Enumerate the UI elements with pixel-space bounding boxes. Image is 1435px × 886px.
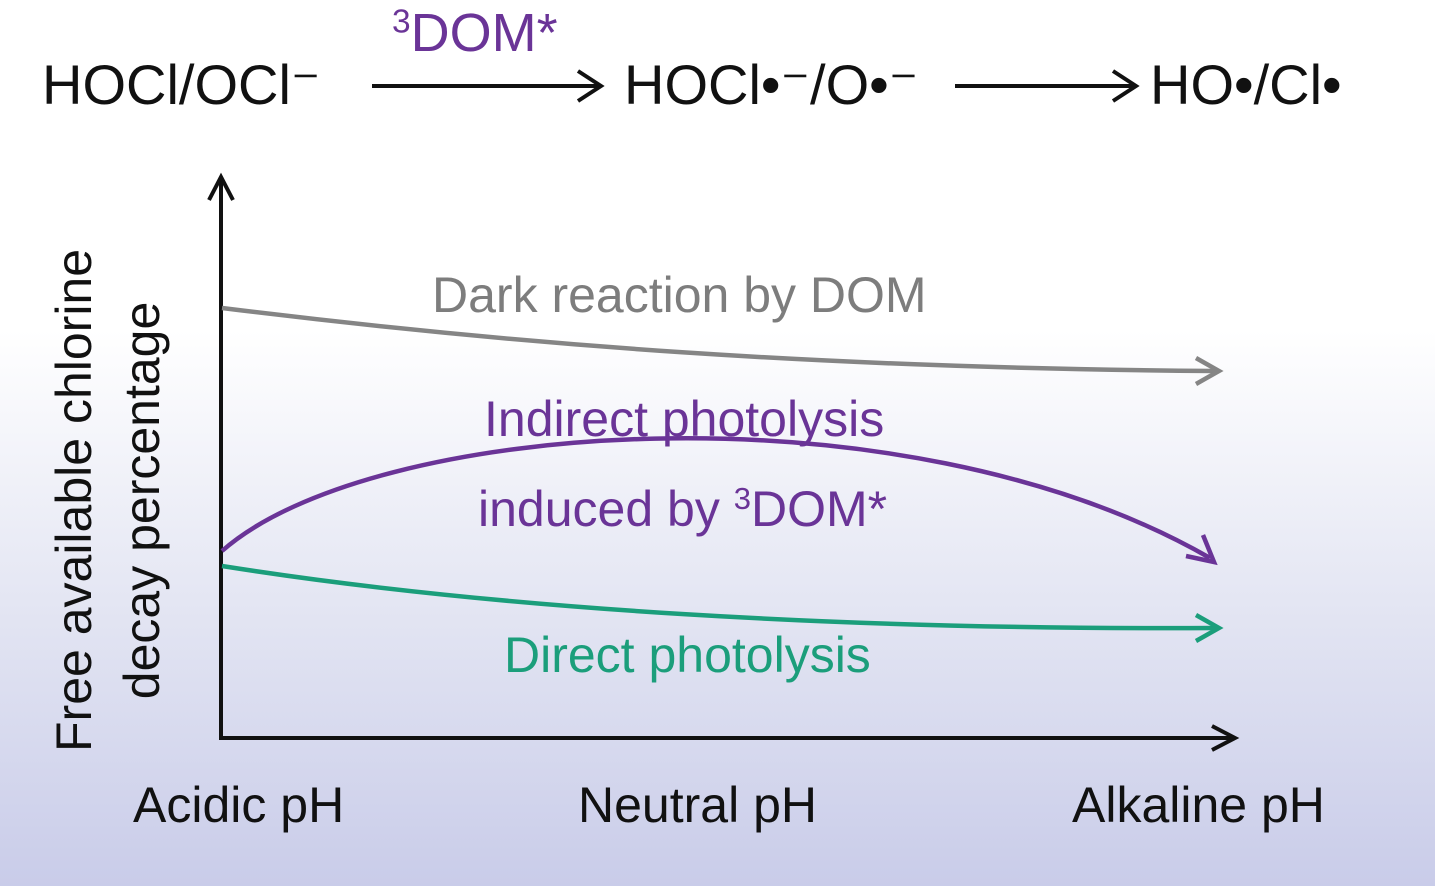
equation-reactant: HOCl/OCl⁻ bbox=[42, 53, 321, 116]
equation-product: HO•/Cl• bbox=[1150, 53, 1342, 116]
indirect-label-prefix: induced by bbox=[478, 481, 734, 537]
indirect-photolysis-curve bbox=[220, 436, 1218, 566]
dark-reaction-curve bbox=[221, 305, 1224, 386]
equation-catalyst: 3DOM* bbox=[392, 2, 558, 64]
indirect-label-suffix: DOM* bbox=[751, 481, 888, 537]
direct-photolysis-label: Direct photolysis bbox=[504, 627, 871, 683]
y-axis bbox=[207, 172, 235, 740]
direct-photolysis-curve bbox=[221, 563, 1224, 643]
x-tick-neutral: Neutral pH bbox=[578, 777, 817, 833]
x-axis bbox=[219, 724, 1240, 752]
equation-intermediate: HOCl•⁻/O•⁻ bbox=[624, 53, 919, 116]
x-tick-acidic: Acidic pH bbox=[133, 777, 345, 833]
indirect-label-superscript: 3 bbox=[733, 480, 751, 516]
y-axis-label-line2: decay percentage bbox=[114, 301, 170, 700]
y-axis-label-line1: Free available chlorine bbox=[46, 248, 102, 752]
indirect-photolysis-label-line1: Indirect photolysis bbox=[484, 391, 885, 447]
indirect-photolysis-label-line2: induced by 3DOM* bbox=[478, 480, 887, 538]
catalyst-superscript: 3 bbox=[392, 3, 411, 41]
y-axis-label: Free available chlorine decay percentage bbox=[44, 249, 172, 752]
equation-arrow-1 bbox=[372, 69, 605, 103]
dark-reaction-label: Dark reaction by DOM bbox=[432, 267, 927, 323]
equation-arrow-2 bbox=[955, 69, 1140, 103]
catalyst-text: DOM* bbox=[410, 3, 558, 63]
x-tick-alkaline: Alkaline pH bbox=[1072, 777, 1325, 833]
